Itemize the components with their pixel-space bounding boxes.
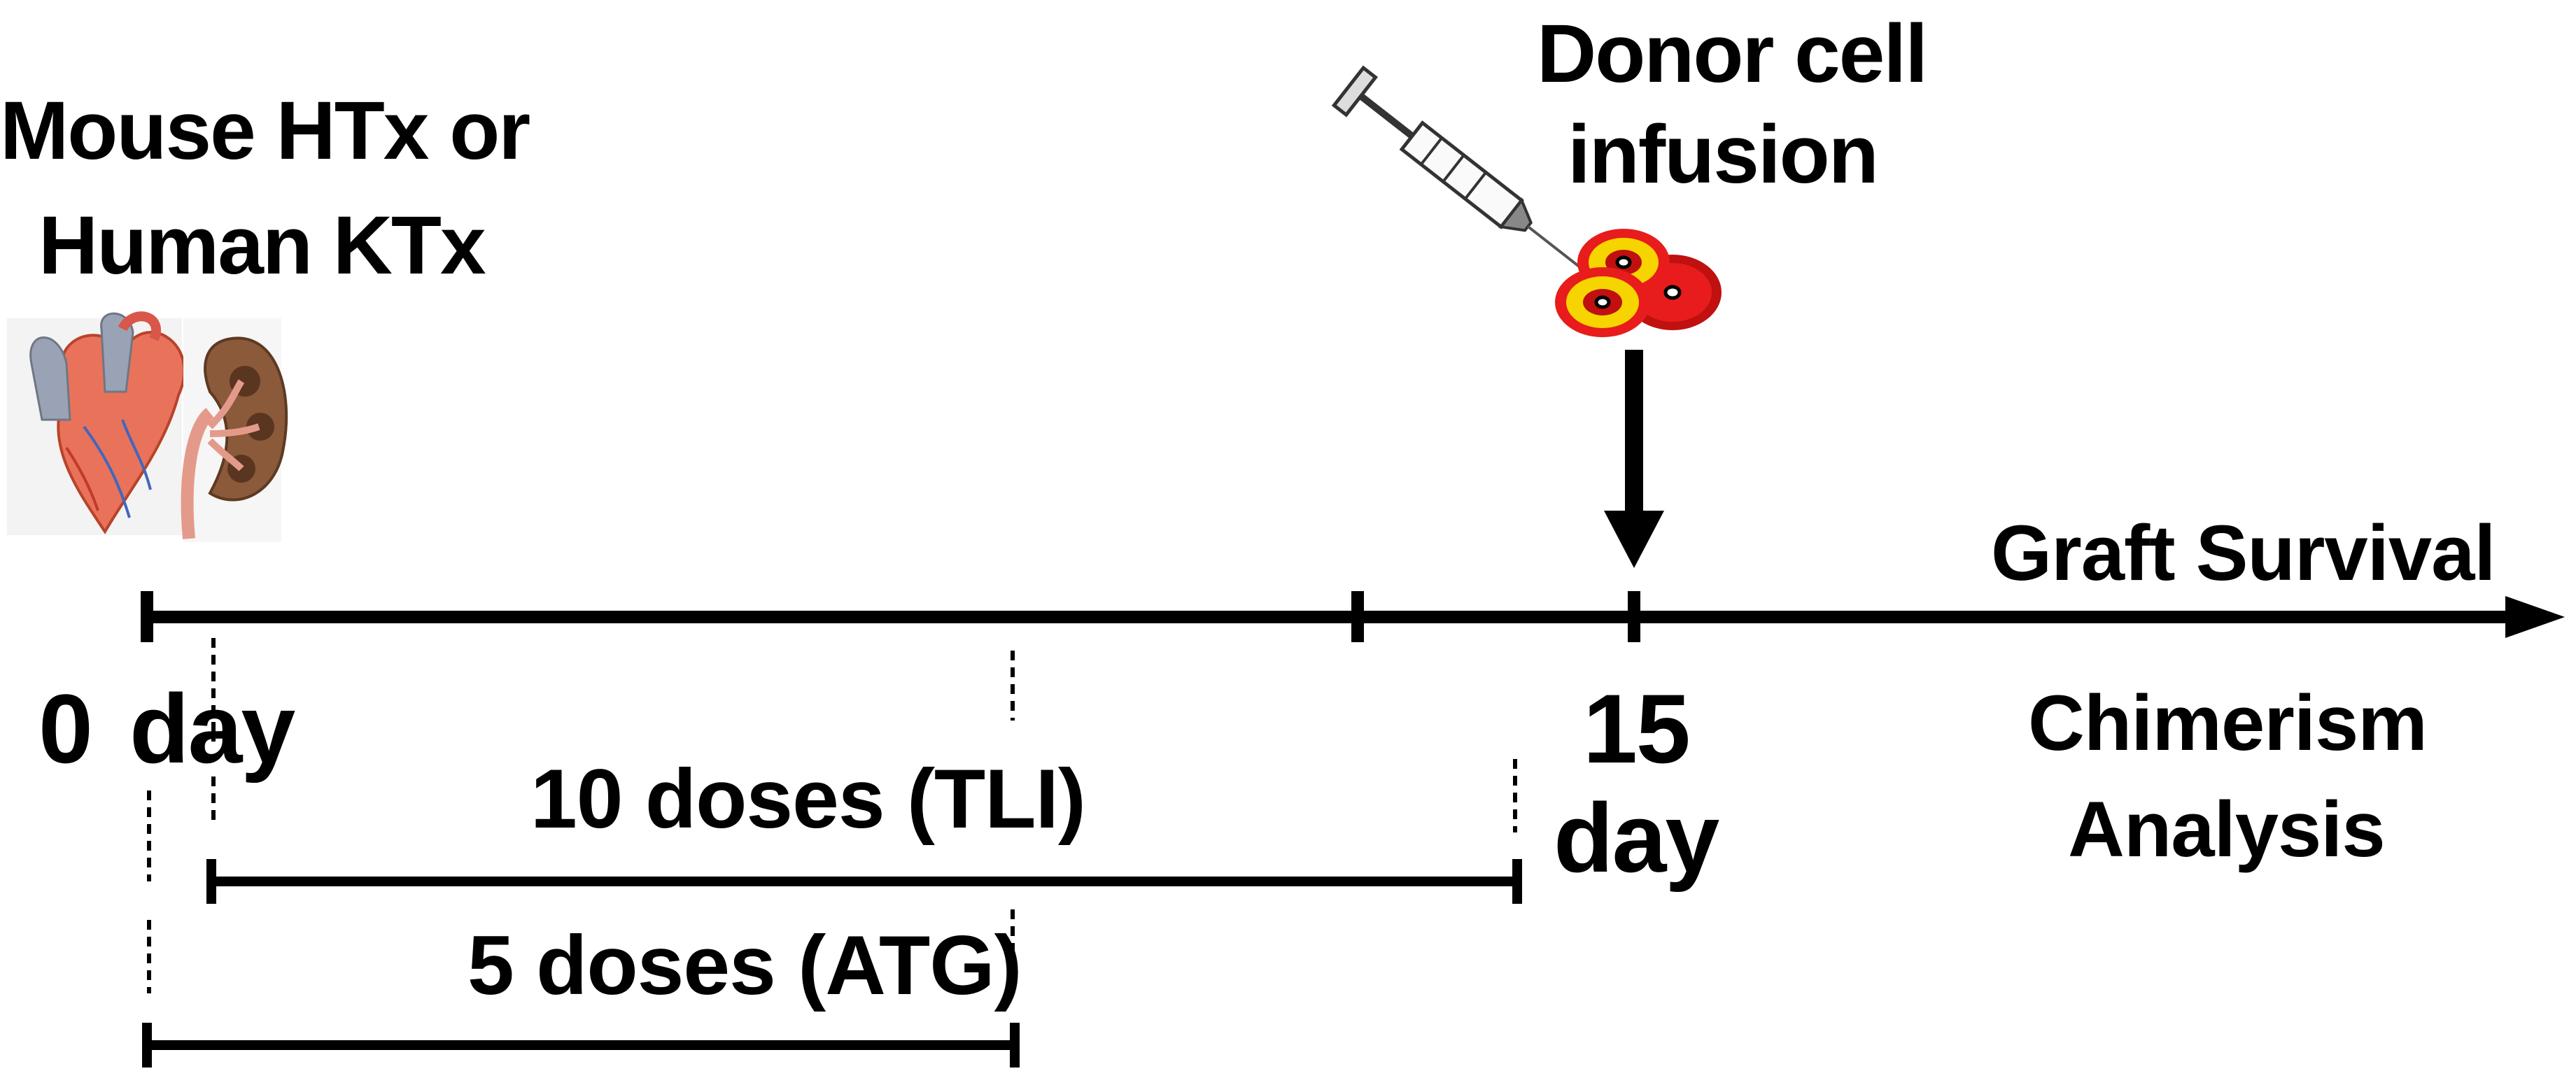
syringe-icon	[1331, 65, 1587, 274]
chimerism-label-line1: Chimerism	[2028, 679, 2428, 767]
atg-dose-bracket	[142, 1023, 1020, 1068]
main-timeline	[141, 591, 2565, 642]
kidney-icon	[181, 318, 288, 542]
heart-icon	[7, 311, 186, 535]
dotted-guides	[147, 638, 1517, 993]
organ-label-line2: Human KTx	[38, 199, 486, 292]
timeline-arrowhead	[2505, 596, 2565, 638]
end-day-number: 15	[1583, 674, 1691, 783]
infusion-label-line2: infusion	[1568, 108, 1879, 201]
start-day-number: 0	[38, 674, 93, 783]
end-day-unit: day	[1554, 783, 1719, 893]
start-day-unit: day	[129, 674, 295, 783]
chimerism-label-line2: Analysis	[2068, 786, 2386, 873]
infusion-arrow	[1604, 350, 1664, 568]
graft-survival-label: Graft Survival	[1991, 509, 2496, 597]
donor-cells-icon	[1555, 229, 1722, 337]
tli-dose-label: 10 doses (TLI)	[530, 752, 1086, 846]
atg-dose-label: 5 doses (ATG)	[467, 919, 1022, 1012]
infusion-label-line1: Donor cell	[1537, 8, 1928, 100]
tli-dose-bracket	[206, 859, 1522, 904]
organ-label-line1: Mouse HTx or	[0, 85, 530, 177]
